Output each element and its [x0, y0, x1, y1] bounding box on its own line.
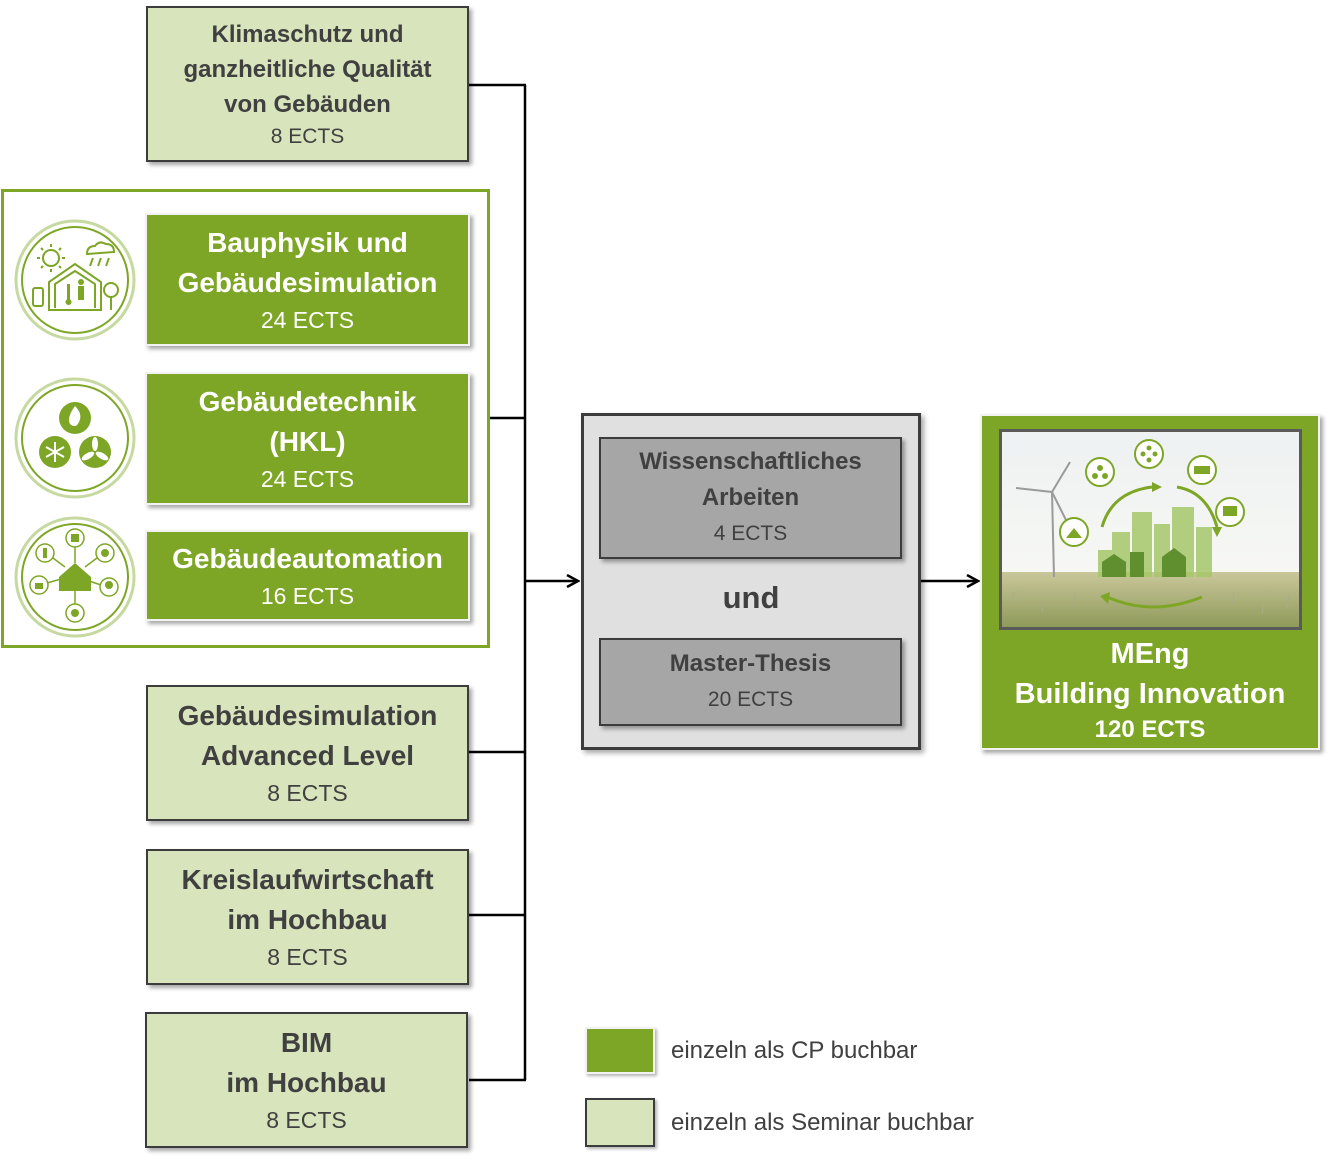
module-title-line: Gebäudetechnik — [198, 385, 417, 417]
smart-home-icon — [14, 516, 136, 638]
module-title-line: ganzheitliche Qualität — [183, 55, 432, 83]
module-ects: 20 ECTS — [707, 688, 794, 711]
module-title-line: (HKL) — [269, 425, 346, 457]
module-title-line: Advanced Level — [200, 740, 415, 771]
module-gebaeudeautomation[interactable]: Gebäudeautomation 16 ECTS — [145, 530, 470, 621]
legend-swatch-cp — [585, 1027, 655, 1074]
module-kreislauf[interactable]: Kreislaufwirtschaft im Hochbau 8 ECTS — [146, 849, 469, 985]
module-title-line: im Hochbau — [227, 904, 388, 935]
connector-und: und — [722, 580, 780, 615]
module-wissenschaftlich[interactable]: Wissenschaftliches Arbeiten 4 ECTS — [599, 437, 902, 559]
module-ects: 8 ECTS — [267, 780, 348, 806]
module-title-line: Gebäudesimulation — [177, 266, 438, 298]
module-bauphysik[interactable]: Bauphysik und Gebäudesimulation 24 ECTS — [145, 213, 470, 346]
module-title-line: Kreislaufwirtschaft — [181, 864, 434, 895]
module-title-line: von Gebäuden — [224, 90, 391, 118]
legend-label-seminar: einzeln als Seminar buchbar — [671, 1109, 974, 1136]
module-ects: 8 ECTS — [266, 1107, 347, 1133]
module-title-line: im Hochbau — [226, 1067, 387, 1098]
legend-label-cp: einzeln als CP buchbar — [671, 1037, 918, 1064]
result-title-line2: Building Innovation — [1014, 678, 1286, 710]
module-title-line: Gebäudeautomation — [172, 542, 443, 574]
module-title-line: Bauphysik und — [207, 226, 408, 258]
module-gebaeudetechnik[interactable]: Gebäudetechnik (HKL) 24 ECTS — [145, 372, 470, 505]
module-ects: 24 ECTS — [260, 465, 355, 492]
module-title-line: Klimaschutz und — [211, 20, 404, 48]
module-ects: 8 ECTS — [270, 124, 345, 148]
module-master-thesis[interactable]: Master-Thesis 20 ECTS — [599, 638, 902, 726]
module-title-line: Arbeiten — [701, 484, 800, 511]
module-ects: 24 ECTS — [260, 306, 355, 333]
hvac-icon — [14, 377, 136, 499]
module-ects: 4 ECTS — [713, 522, 788, 545]
result-title-line1: MEng — [1110, 638, 1190, 670]
result-ects: 120 ECTS — [1094, 716, 1206, 743]
module-simulation-advanced[interactable]: Gebäudesimulation Advanced Level 8 ECTS — [146, 685, 469, 821]
building-climate-icon — [14, 219, 136, 341]
module-bim[interactable]: BIM im Hochbau 8 ECTS — [145, 1012, 468, 1148]
module-title-line: Master-Thesis — [669, 650, 832, 677]
legend-swatch-seminar — [585, 1098, 655, 1147]
sustainable-city-illustration — [999, 429, 1302, 630]
module-title-line: Wissenschaftliches — [639, 448, 862, 475]
module-klimaschutz[interactable]: Klimaschutz und ganzheitliche Qualität v… — [146, 6, 469, 162]
module-title-line: Gebäudesimulation — [177, 700, 438, 731]
module-ects: 8 ECTS — [267, 944, 348, 970]
result-box[interactable]: MEng Building Innovation 120 ECTS — [980, 414, 1320, 750]
module-ects: 16 ECTS — [260, 582, 355, 609]
module-title-line: BIM — [280, 1027, 333, 1058]
